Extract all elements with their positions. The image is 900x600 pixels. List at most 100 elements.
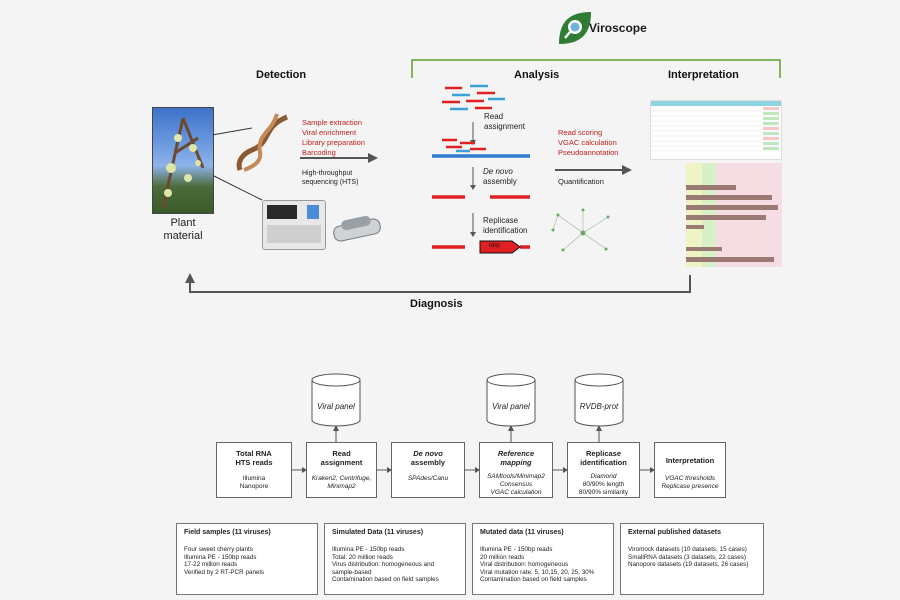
ref-mapping-title-1: Reference <box>497 449 535 458</box>
de-novo-line1: De novo <box>483 167 513 176</box>
viroscope-logo: Viroscope <box>555 8 675 48</box>
dataset-mutated-title: Mutated data (11 viruses) <box>480 529 564 536</box>
interpretation-title: Interpretation <box>665 456 715 465</box>
rdrp-tag: rdrp <box>489 243 500 249</box>
top-diagram-lines <box>185 59 781 293</box>
hts-label-line1: High-throughput <box>302 170 353 177</box>
plant-label-line1: Plant <box>170 217 196 229</box>
dataset-field-line: Verified by 2 RT-PCR panels <box>184 568 265 576</box>
replicase-body-1: Diamond <box>590 473 617 480</box>
de-novo-line2: assembly <box>483 177 517 186</box>
db-viral-panel-2: Viral panel <box>492 402 530 411</box>
step-barcoding: Barcoding <box>302 148 336 157</box>
interpretation-body-2: Replicase presence <box>661 483 719 490</box>
dna-helix-icon <box>236 113 289 172</box>
total-rna-title-2: HTS reads <box>235 458 273 467</box>
plant-label-line2: material <box>163 230 203 242</box>
de-novo-body-1: SPAdes/Canu <box>407 475 449 482</box>
dataset-mutated: Mutated data (11 viruses) Illumina PE - … <box>472 523 614 595</box>
results-table-thumbnail <box>650 100 782 160</box>
replicase-body-3: 80/90% similarity <box>578 489 629 496</box>
interpretation-body-1: VGAC thresholds <box>664 475 716 482</box>
step-vgac-calculation: VGAC calculation <box>558 138 617 147</box>
dataset-field-line: Four sweet cherry plants <box>184 546 253 553</box>
dataset-simulated-line: Total: 20 million reads <box>332 553 393 561</box>
analysis-heading: Analysis <box>514 69 560 81</box>
total-rna-body-1: Illumina <box>242 475 266 482</box>
detection-heading: Detection <box>256 69 307 81</box>
dataset-external-title: External published datasets <box>628 529 721 536</box>
read-assignment-line1: Read <box>484 112 504 121</box>
dataset-field-samples: Field samples (11 viruses) Four sweet ch… <box>176 523 318 595</box>
step-pseudoannotation: Pseudoannotation <box>558 148 619 157</box>
dataset-mutated-line: 20 million reads <box>480 553 525 561</box>
ref-mapping-title-2: mapping <box>500 458 532 467</box>
dataset-mutated-line: Viral mutation rate: 5, 10,15, 20, 25, 3… <box>480 568 595 576</box>
step-sample-extraction: Sample extraction <box>302 118 363 127</box>
ref-mapping-body-1: SAMtools/Minimap2 <box>487 473 545 480</box>
step-library-preparation: Library preparation <box>302 138 365 147</box>
dataset-external-line: Nanopore datasets (19 datasets, 26 cases… <box>628 561 749 569</box>
replicase-line1: Replicase <box>483 216 519 225</box>
read-assignment-label: Read assignment <box>484 112 525 132</box>
dataset-mutated-line: Viral distribution: homogeneous <box>480 561 569 569</box>
network-graph-icon <box>551 208 610 252</box>
dataset-simulated-line: Illumina PE - 150bp reads <box>332 546 405 553</box>
step-read-scoring: Read scoring <box>558 128 603 137</box>
dataset-simulated: Simulated Data (11 viruses) Illumina PE … <box>324 523 466 595</box>
replicase-body-2: 80/90% length <box>582 481 625 488</box>
read-assignment-title-1: Read <box>332 449 351 458</box>
read-assignment-title-2: assignment <box>320 458 363 467</box>
nanopore-device-icon <box>331 212 383 243</box>
read-assignment-line2: assignment <box>484 122 525 131</box>
plant-label: Plant material <box>158 217 208 243</box>
de-novo-title-2: assembly <box>410 458 446 467</box>
hts-label: High-throughput sequencing (HTS) <box>302 169 358 187</box>
replicase-title-2: identification <box>580 458 627 467</box>
scoring-steps: Read scoring VGAC calculation Pseudoanno… <box>558 128 618 158</box>
dataset-simulated-title: Simulated Data (11 viruses) <box>332 529 424 536</box>
read-assignment-body-2: Minimap2 <box>327 483 356 490</box>
logo-text: Viroscope <box>589 21 647 35</box>
dataset-external: External published datasets Viromock dat… <box>620 523 764 595</box>
de-novo-label: De novo assembly <box>483 167 517 187</box>
interpretation-heading: Interpretation <box>668 69 739 81</box>
sequencer-machine-icon <box>262 200 326 250</box>
plant-photo <box>152 107 214 214</box>
dataset-mutated-line: Contamination based on field samples <box>480 576 587 584</box>
diagnosis-heading: Diagnosis <box>410 298 463 310</box>
replicase-label: Replicase identification <box>483 216 527 236</box>
db-rvdb-prot: RVDB-prot <box>579 402 619 411</box>
dataset-external-line: SmallRNA datasets (3 datasets, 22 cases) <box>628 553 746 561</box>
total-rna-body-2: Nanopore <box>239 483 269 490</box>
vgac-bar-chart-thumbnail <box>686 163 782 267</box>
step-viral-enrichment: Viral enrichment <box>302 128 357 137</box>
db-viral-panel-1: Viral panel <box>317 402 355 411</box>
hts-label-line2: sequencing (HTS) <box>302 179 359 186</box>
detection-steps: Sample extraction Viral enrichment Libra… <box>302 118 365 158</box>
replicase-line2: identification <box>483 226 528 235</box>
dataset-field-title: Field samples (11 viruses) <box>184 529 271 536</box>
de-novo-title-1: De novo <box>413 449 443 458</box>
ref-mapping-body-2: Consensus <box>499 481 533 488</box>
dataset-simulated-line: Virus distribution: homogeneous and <box>332 561 435 569</box>
dataset-field-line: 17-22 million reads <box>184 561 238 569</box>
dataset-mutated-line: Illumina PE - 150bp reads <box>480 546 553 553</box>
quantification-label: Quantification <box>558 177 604 186</box>
replicase-title-1: Replicase <box>585 449 622 458</box>
pipeline-lines <box>292 373 655 473</box>
dataset-external-line: Viromock datasets (10 datasets, 15 cases… <box>628 546 747 553</box>
total-rna-title-1: Total RNA <box>236 449 272 458</box>
read-assignment-body-1: Kraken2, Centrifuge, <box>311 475 372 482</box>
magnifier-leaf-icon <box>559 12 591 44</box>
dataset-simulated-line: Contamination based on field samples <box>332 576 439 584</box>
ref-mapping-body-3: VGAC calculation <box>490 489 542 496</box>
dataset-field-line: Illumina PE - 150bp reads <box>184 553 257 561</box>
dataset-simulated-line: sample-based <box>332 568 372 576</box>
